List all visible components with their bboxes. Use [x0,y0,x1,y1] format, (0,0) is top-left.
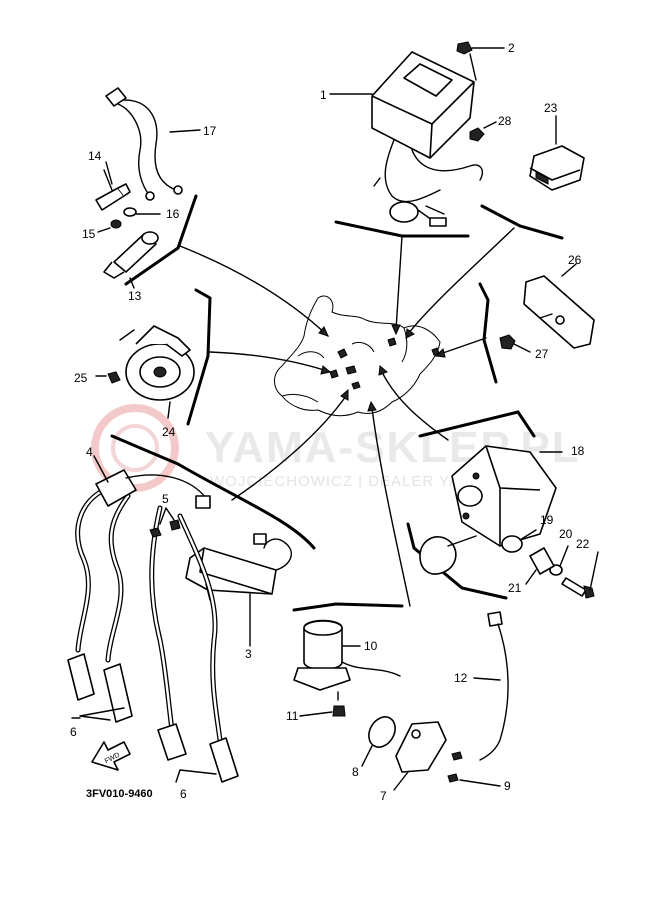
callout-2: 2 [508,41,515,55]
callout-15: 15 [82,227,96,241]
callout-3: 3 [245,647,252,661]
callouts: 1 2 3 4 5 6 6 7 8 9 10 11 12 13 14 15 16… [70,41,590,803]
part-relay [529,115,585,191]
callout-5: 5 [162,492,169,506]
callout-18: 18 [571,444,585,458]
part-switch-13 [103,231,159,289]
fwd-arrow-icon: FWD [91,741,131,771]
callout-7: 7 [380,789,387,803]
part-nut-27 [499,334,531,353]
callout-23: 23 [544,101,558,115]
callout-6a: 6 [70,725,77,739]
callout-19: 19 [540,513,554,527]
part-housing-7 [393,721,447,791]
callout-17: 17 [203,124,217,138]
part-cdi-unit [371,51,484,227]
callout-1: 1 [320,88,327,102]
callout-27: 27 [535,347,549,361]
leader-arrows [179,227,515,607]
part-nut-28 [469,121,497,142]
callout-9: 9 [504,779,511,793]
part-screws-9 [447,751,501,787]
part-washer-16 [123,207,161,217]
callout-13: 13 [128,289,142,303]
callout-11: 11 [286,709,299,723]
callout-28: 28 [498,114,512,128]
part-sensor-lead-12 [473,611,509,761]
part-switch-14 [95,169,131,211]
part-bolt-22 [561,551,599,599]
part-bolt-25 [95,371,121,384]
part-bolt-2 [456,41,505,81]
part-bolt-11 [299,691,346,717]
part-washer-15 [97,219,122,233]
diagram-code: 3FV010-9460 [86,788,153,800]
part-harness-17 [105,87,201,201]
part-ignition-coil-3 [185,533,293,647]
group-brackets [110,194,564,612]
callout-21: 21 [508,581,522,595]
part-screws-5 [149,507,181,538]
callout-14: 14 [88,149,102,163]
frame-silhouette [274,295,441,417]
callout-25: 25 [74,371,88,385]
callout-24: 24 [162,425,176,439]
part-plate-26 [523,263,595,349]
part-starter-18 [419,445,563,575]
part-ignition-leads [75,469,223,743]
callout-20: 20 [559,527,573,541]
callout-leaders [71,93,373,719]
callout-4: 4 [86,445,93,459]
part-horn [119,325,195,419]
part-sensor-10 [293,619,401,691]
part-oring-8 [361,716,396,767]
part-spacer-21 [525,547,555,585]
callout-26: 26 [568,253,582,267]
callout-12: 12 [454,671,468,685]
part-washer-20 [549,545,569,576]
callout-10: 10 [364,639,378,653]
callout-22: 22 [576,537,590,551]
callout-16: 16 [166,207,180,221]
callout-6b: 6 [180,787,187,801]
part-collar-19 [501,529,537,553]
watermark-subtitle: WOJCIECHOWICZ | DEALER YAMAHA [210,473,507,490]
callout-8: 8 [352,765,359,779]
part-plug-caps-6 [67,653,239,783]
